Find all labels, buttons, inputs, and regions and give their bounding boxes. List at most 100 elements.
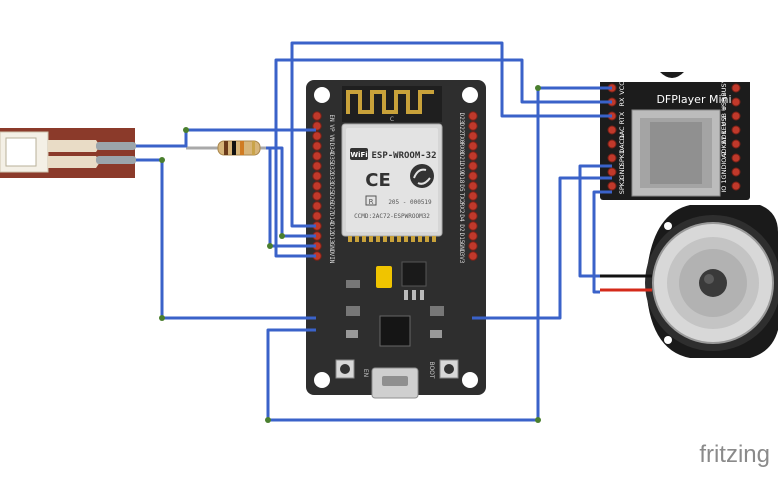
module-pads xyxy=(348,236,436,242)
mount-hole xyxy=(314,87,330,103)
wire-esp-to-df-tx xyxy=(290,41,612,228)
dfplayer-left-pin[interactable] xyxy=(607,125,617,135)
dfplayer-right-pin[interactable] xyxy=(731,167,741,177)
capacitor xyxy=(376,266,392,288)
esp32-left-pin[interactable] xyxy=(312,161,322,171)
boot-button-cap[interactable] xyxy=(444,364,454,374)
speaker-dust-cap xyxy=(699,269,727,297)
dfplayer-right-pin-label: USB + xyxy=(720,106,728,127)
ce-mark: CE xyxy=(365,170,391,191)
dfplayer-left-pin-label: SPK1 xyxy=(618,150,626,166)
dfplayer-left-pin[interactable] xyxy=(607,181,617,191)
esp32-right-pin[interactable] xyxy=(468,221,478,231)
esp32-right-pin[interactable] xyxy=(468,171,478,181)
esp32-left-pin[interactable] xyxy=(312,121,322,131)
esp32-right-header: D23D22TX0RX0D21D19D18D5TX2RX2D4D2D15GND3… xyxy=(458,111,478,264)
esp32-right-pin[interactable] xyxy=(468,241,478,251)
fritzing-watermark: fritzing xyxy=(699,441,770,468)
esp32-left-pin-label: D35 xyxy=(328,153,335,164)
wire-vin-to-df-vcc xyxy=(266,86,612,422)
esp32-right-pin-label: D4 xyxy=(458,214,465,222)
esp32-left-pin[interactable] xyxy=(312,191,322,201)
speaker-mount-hole xyxy=(664,222,672,230)
resistor-band-4 xyxy=(252,141,255,155)
wire-spk2-to-speaker xyxy=(592,190,612,294)
esp32-right-pin[interactable] xyxy=(468,251,478,261)
dfplayer-left-pin[interactable] xyxy=(607,139,617,149)
flex-sensor-lead-2 xyxy=(96,156,136,164)
esp32-left-pin[interactable] xyxy=(312,151,322,161)
dfplayer-right-pin[interactable] xyxy=(731,181,741,191)
sd-card-slot-recess xyxy=(650,122,702,184)
dfplayer-right-pin-label: GND xyxy=(720,165,728,180)
smd-component xyxy=(346,280,360,288)
dfplayer-right-pin[interactable] xyxy=(731,97,741,107)
dfplayer-right-pin[interactable] xyxy=(731,111,741,121)
reg-code: 205 - 000519 xyxy=(388,199,432,206)
boot-button-label: BOOT xyxy=(428,361,435,378)
esp32-left-pin[interactable] xyxy=(312,141,322,151)
esp32-left-pin-label: VN xyxy=(328,134,335,142)
esp32-right-pin[interactable] xyxy=(468,131,478,141)
esp32-left-pin[interactable] xyxy=(312,171,322,181)
regulator-pin xyxy=(404,290,408,300)
esp32-left-pin[interactable] xyxy=(312,201,322,211)
esp32-left-pin[interactable] xyxy=(312,181,322,191)
esp32-right-pin[interactable] xyxy=(468,161,478,171)
dfplayer-left-pin-label: DAC L xyxy=(618,134,626,154)
dfplayer-right-pin[interactable] xyxy=(731,83,741,93)
esp32-left-pin-label: D14 xyxy=(328,213,335,224)
wire-gnd-to-df-gnd xyxy=(472,176,612,320)
esp32-left-pin[interactable] xyxy=(312,111,322,121)
dfplayer-left-pin-label: VCC xyxy=(618,81,626,95)
esp32-left-pin-label: VIN xyxy=(328,253,335,264)
flex-sensor-trace-1 xyxy=(48,140,100,152)
dfplayer-right-pin-label: ADKEY 1 xyxy=(720,130,728,158)
esp32-right-pin[interactable] xyxy=(468,211,478,221)
dfplayer-title: DFPlayer Mini xyxy=(656,93,731,106)
resistor-band-1 xyxy=(224,141,228,155)
regulator-pin xyxy=(420,290,424,300)
esp32-right-pin-label: D19 xyxy=(458,163,465,174)
esp32-left-pin[interactable] xyxy=(312,211,322,221)
esp32-left-header: ENVPVND34D35D32D33D25D26D27D14D12D13GNDV… xyxy=(312,111,335,264)
esp32-right-pin-label: D23 xyxy=(458,113,465,124)
wifi-badge: WiFi xyxy=(350,151,367,159)
smd-component xyxy=(346,330,358,338)
speaker xyxy=(600,205,778,358)
en-button-cap[interactable] xyxy=(340,364,350,374)
dfplayer-left-pin[interactable] xyxy=(607,153,617,163)
esp32-right-pin[interactable] xyxy=(468,201,478,211)
esp32-right-pin[interactable] xyxy=(468,181,478,191)
speaker-dust-cap-highlight xyxy=(704,274,714,284)
esp32-right-pin[interactable] xyxy=(468,111,478,121)
esp32-left-pin-label: D27 xyxy=(328,203,335,214)
smd-component xyxy=(430,306,444,316)
flex-sensor-window xyxy=(5,137,37,167)
esp32-right-pin[interactable] xyxy=(468,231,478,241)
esp32-right-pin-label: TX0 xyxy=(458,133,465,144)
esp32-right-pin[interactable] xyxy=(468,151,478,161)
esp32-left-pin[interactable] xyxy=(312,131,322,141)
dfplayer-right-pin-label: IO 1 xyxy=(720,179,728,192)
esp32-right-pin-label: GND xyxy=(458,243,465,254)
dfplayer-right-pin[interactable] xyxy=(731,125,741,135)
esp32-right-pin-label: RX2 xyxy=(458,203,465,214)
esp32-left-pin-label: GND xyxy=(328,243,335,254)
esp32-right-pin[interactable] xyxy=(468,191,478,201)
mount-hole xyxy=(462,372,478,388)
esp32-left-pin-label: EN xyxy=(328,114,335,122)
dfplayer-right-pin[interactable] xyxy=(731,139,741,149)
wire-resistor-to-d27 xyxy=(266,146,316,238)
dfplayer-left-pin-label: RX xyxy=(618,97,626,107)
esp32-right-pin[interactable] xyxy=(468,121,478,131)
esp32-right-pin-label: D5 xyxy=(458,184,465,192)
esp32-left-pin-label: D34 xyxy=(328,143,335,154)
wire-flex-to-gnd xyxy=(136,158,316,320)
esp32-right-pin[interactable] xyxy=(468,141,478,151)
dfplayer-right-pin[interactable] xyxy=(731,153,741,163)
esp32-left-pin-label: D13 xyxy=(328,233,335,244)
dfplayer-left-pin[interactable] xyxy=(607,167,617,177)
